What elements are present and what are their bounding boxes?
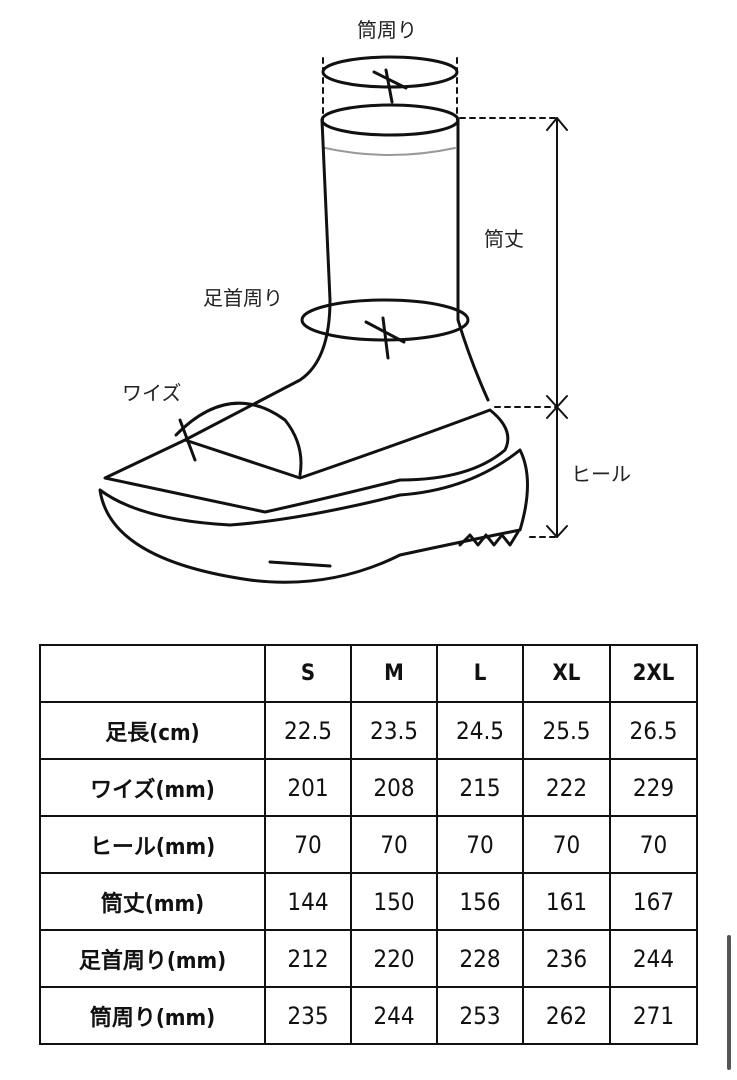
arrow-bottom xyxy=(546,525,568,538)
table-row: 筒周り(mm) 235 244 253 262 271 xyxy=(39,986,698,1045)
table-header-row: S M L XL 2XL xyxy=(39,644,698,703)
table-cell: 70 xyxy=(436,815,524,874)
table-cell: 222 xyxy=(522,758,611,817)
shaft-back xyxy=(456,118,490,402)
table-cell: 244 xyxy=(350,986,438,1045)
table-cell: 201 xyxy=(264,758,352,817)
arrow-mid-down xyxy=(546,406,568,419)
sole-cutout xyxy=(268,560,332,568)
header-cell: L xyxy=(436,644,524,703)
sole-tread xyxy=(458,530,520,547)
boot-illustration xyxy=(98,55,568,584)
table-cell: 70 xyxy=(609,815,698,874)
shaft-front xyxy=(183,118,332,442)
table-cell: 236 xyxy=(522,929,611,988)
top-circ-marker-2 xyxy=(384,68,394,104)
shaft-inner-line xyxy=(324,147,456,156)
header-cell: M xyxy=(350,644,438,703)
width-arc xyxy=(174,401,303,477)
table-cell: 24.5 xyxy=(436,701,524,760)
table-cell: 156 xyxy=(436,872,524,931)
table-cell: 208 xyxy=(350,758,438,817)
label-top-circumference: 筒周り xyxy=(357,18,417,42)
table-row: 足首周り(mm) 212 220 228 236 244 xyxy=(39,929,698,988)
row-label: ヒール(mm) xyxy=(39,815,266,874)
row-label: 筒周り(mm) xyxy=(39,986,266,1045)
table-cell: 161 xyxy=(522,872,611,931)
table-row: 足長(cm) 22.5 23.5 24.5 25.5 26.5 xyxy=(39,701,698,760)
table-cell: 70 xyxy=(264,815,352,874)
scrollbar[interactable] xyxy=(727,935,731,1070)
table-cell: 167 xyxy=(609,872,698,931)
table-cell: 144 xyxy=(264,872,352,931)
label-shaft-height: 筒丈 xyxy=(484,227,524,251)
label-ankle-circumference: 足首周り xyxy=(203,286,283,310)
table-cell: 215 xyxy=(436,758,524,817)
table-cell: 25.5 xyxy=(522,701,611,760)
table-cell: 70 xyxy=(522,815,611,874)
table-cell: 228 xyxy=(436,929,524,988)
boot-measurement-diagram: 筒周り 筒丈 足首周り ワイズ ヒール xyxy=(98,18,631,584)
table-row: ヒール(mm) 70 70 70 70 70 xyxy=(39,815,698,874)
row-label: 足長(cm) xyxy=(39,701,266,760)
header-cell: S xyxy=(264,644,352,703)
top-circ-marker xyxy=(372,70,408,90)
table-cell: 23.5 xyxy=(350,701,438,760)
label-width: ワイズ xyxy=(122,381,182,405)
row-label: 筒丈(mm) xyxy=(39,872,266,931)
shaft-opening xyxy=(320,103,460,137)
table-cell: 235 xyxy=(264,986,352,1045)
label-heel: ヒール xyxy=(571,462,631,486)
table-cell: 150 xyxy=(350,872,438,931)
shoe-upper xyxy=(103,408,510,514)
arrow-top xyxy=(546,117,568,131)
table-cell: 244 xyxy=(609,929,698,988)
table-cell: 271 xyxy=(609,986,698,1045)
table-cell: 229 xyxy=(609,758,698,817)
table-cell: 253 xyxy=(436,986,524,1045)
table-cell: 220 xyxy=(350,929,438,988)
table-cell: 212 xyxy=(264,929,352,988)
table-cell: 26.5 xyxy=(609,701,698,760)
header-cell xyxy=(39,644,266,703)
header-cell: XL xyxy=(522,644,611,703)
table-row: 筒丈(mm) 144 150 156 161 167 xyxy=(39,872,698,931)
header-cell: 2XL xyxy=(609,644,698,703)
table-cell: 262 xyxy=(522,986,611,1045)
table-row: ワイズ(mm) 201 208 215 222 229 xyxy=(39,758,698,817)
row-label: ワイズ(mm) xyxy=(39,758,266,817)
ankle-marker-2 xyxy=(381,316,390,360)
table-cell: 70 xyxy=(350,815,438,874)
table-cell: 22.5 xyxy=(264,701,352,760)
top-circumference-ellipse xyxy=(321,55,459,89)
size-chart-table: S M L XL 2XL 足長(cm) 22.5 23.5 24.5 25.5 … xyxy=(39,644,698,1045)
row-label: 足首周り(mm) xyxy=(39,929,266,988)
platform-sole xyxy=(98,448,529,584)
